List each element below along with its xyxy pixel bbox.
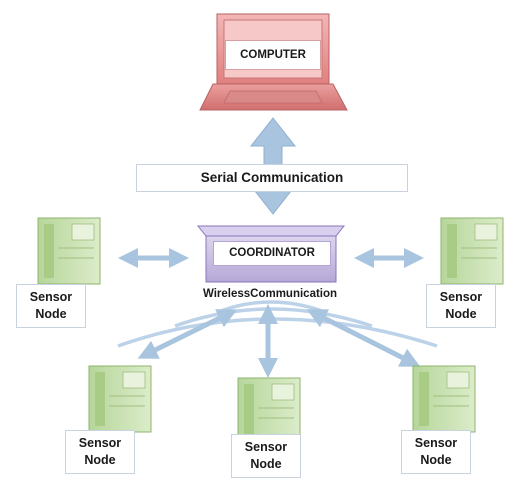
sensor-node-icon [440, 217, 504, 285]
sensor-node-line1: Sensor [29, 290, 73, 304]
sensor-node-line2: Node [35, 307, 67, 321]
computer-label: COMPUTER [225, 40, 321, 70]
sensor-node-line2: Node [420, 453, 452, 467]
sensor-node-label-bottom-left: Sensor Node [65, 430, 135, 474]
sensor-node-line2: Node [250, 457, 282, 471]
serial-communication-label: Serial Communication [136, 164, 408, 192]
sensor-node-label-bottom-right: Sensor Node [401, 430, 471, 474]
arrow-bottom-right-node [306, 309, 421, 367]
sensor-node-label-right: Sensor Node [426, 284, 496, 328]
coordinator-label-text: COORDINATOR [229, 247, 315, 259]
sensor-node-line1: Sensor [439, 290, 483, 304]
wireless-communication-text: WirelessCommunication [202, 288, 338, 300]
sensor-node-icon [237, 377, 301, 445]
sensor-node-line1: Sensor [414, 436, 458, 450]
computer-label-text: COMPUTER [240, 49, 306, 61]
sensor-node-label-bottom-center: Sensor Node [231, 434, 301, 478]
sensor-node-line1: Sensor [78, 436, 122, 450]
sensor-node-line2: Node [445, 307, 477, 321]
sensor-node-label-left: Sensor Node [16, 284, 86, 328]
wireless-communication-label: WirelessCommunication [160, 288, 380, 300]
sensor-node-icon [412, 365, 476, 433]
sensor-node-icon [37, 217, 101, 285]
sensor-node-line1: Sensor [244, 440, 288, 454]
arrows [118, 248, 424, 378]
arrow-bottom-left-node [137, 309, 238, 359]
wireless-arcs [117, 300, 438, 348]
sensor-node-icon [88, 365, 152, 433]
coordinator-label: COORDINATOR [213, 241, 331, 266]
serial-communication-text: Serial Communication [200, 170, 344, 185]
sensor-node-line2: Node [84, 453, 116, 467]
